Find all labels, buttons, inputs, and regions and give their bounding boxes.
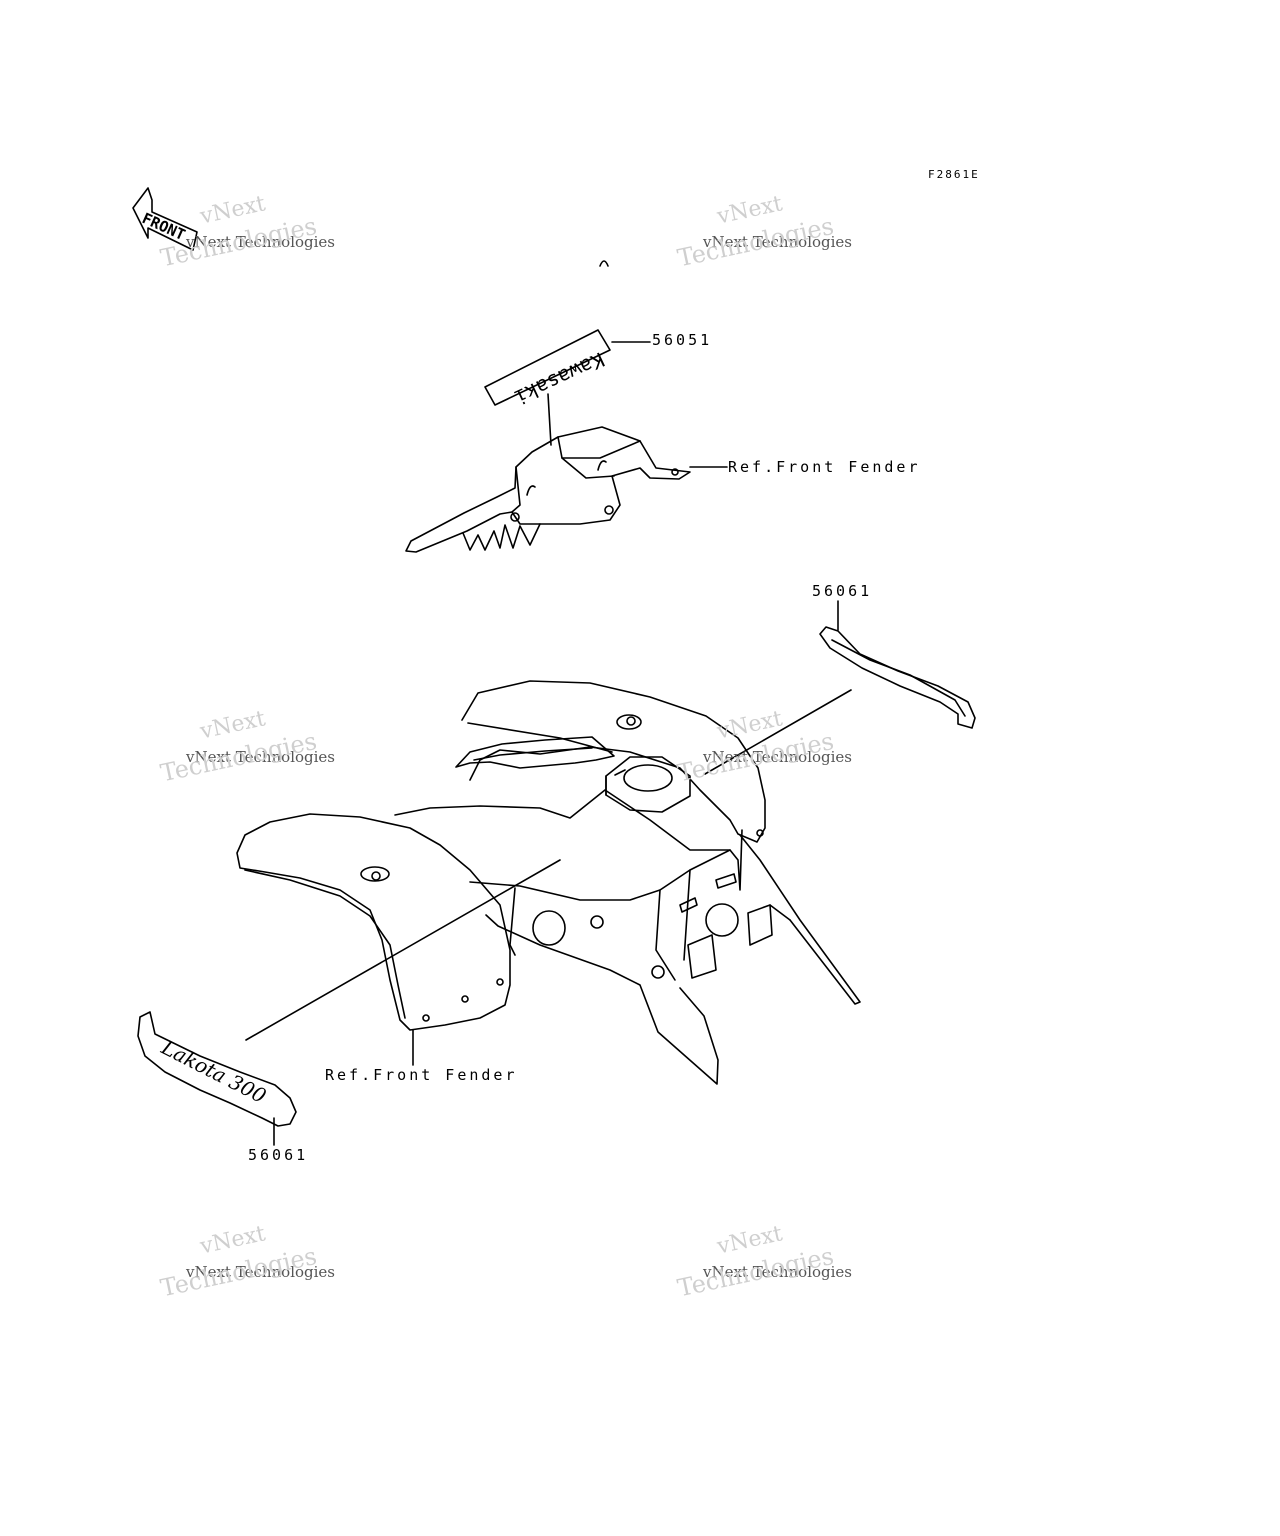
front-arrow-icon: FRONT xyxy=(132,187,198,251)
callout-56051[interactable]: 56051 xyxy=(652,331,713,349)
main-front-fender-part[interactable] xyxy=(236,680,861,1085)
front-arrow-label: FRONT xyxy=(139,209,188,244)
callout-ref-front-fender-top[interactable]: Ref.Front Fender xyxy=(728,458,921,476)
left-side-decal[interactable]: Lakota 300 xyxy=(137,1011,297,1127)
callout-ref-front-fender-bottom[interactable]: Ref.Front Fender xyxy=(325,1066,518,1084)
callout-56061-right[interactable]: 56061 xyxy=(812,582,873,600)
top-front-fender-part[interactable] xyxy=(405,260,691,553)
figure-code: F2861E xyxy=(928,168,980,181)
right-side-decal[interactable] xyxy=(819,626,976,729)
callout-56061-left[interactable]: 56061 xyxy=(248,1146,309,1164)
